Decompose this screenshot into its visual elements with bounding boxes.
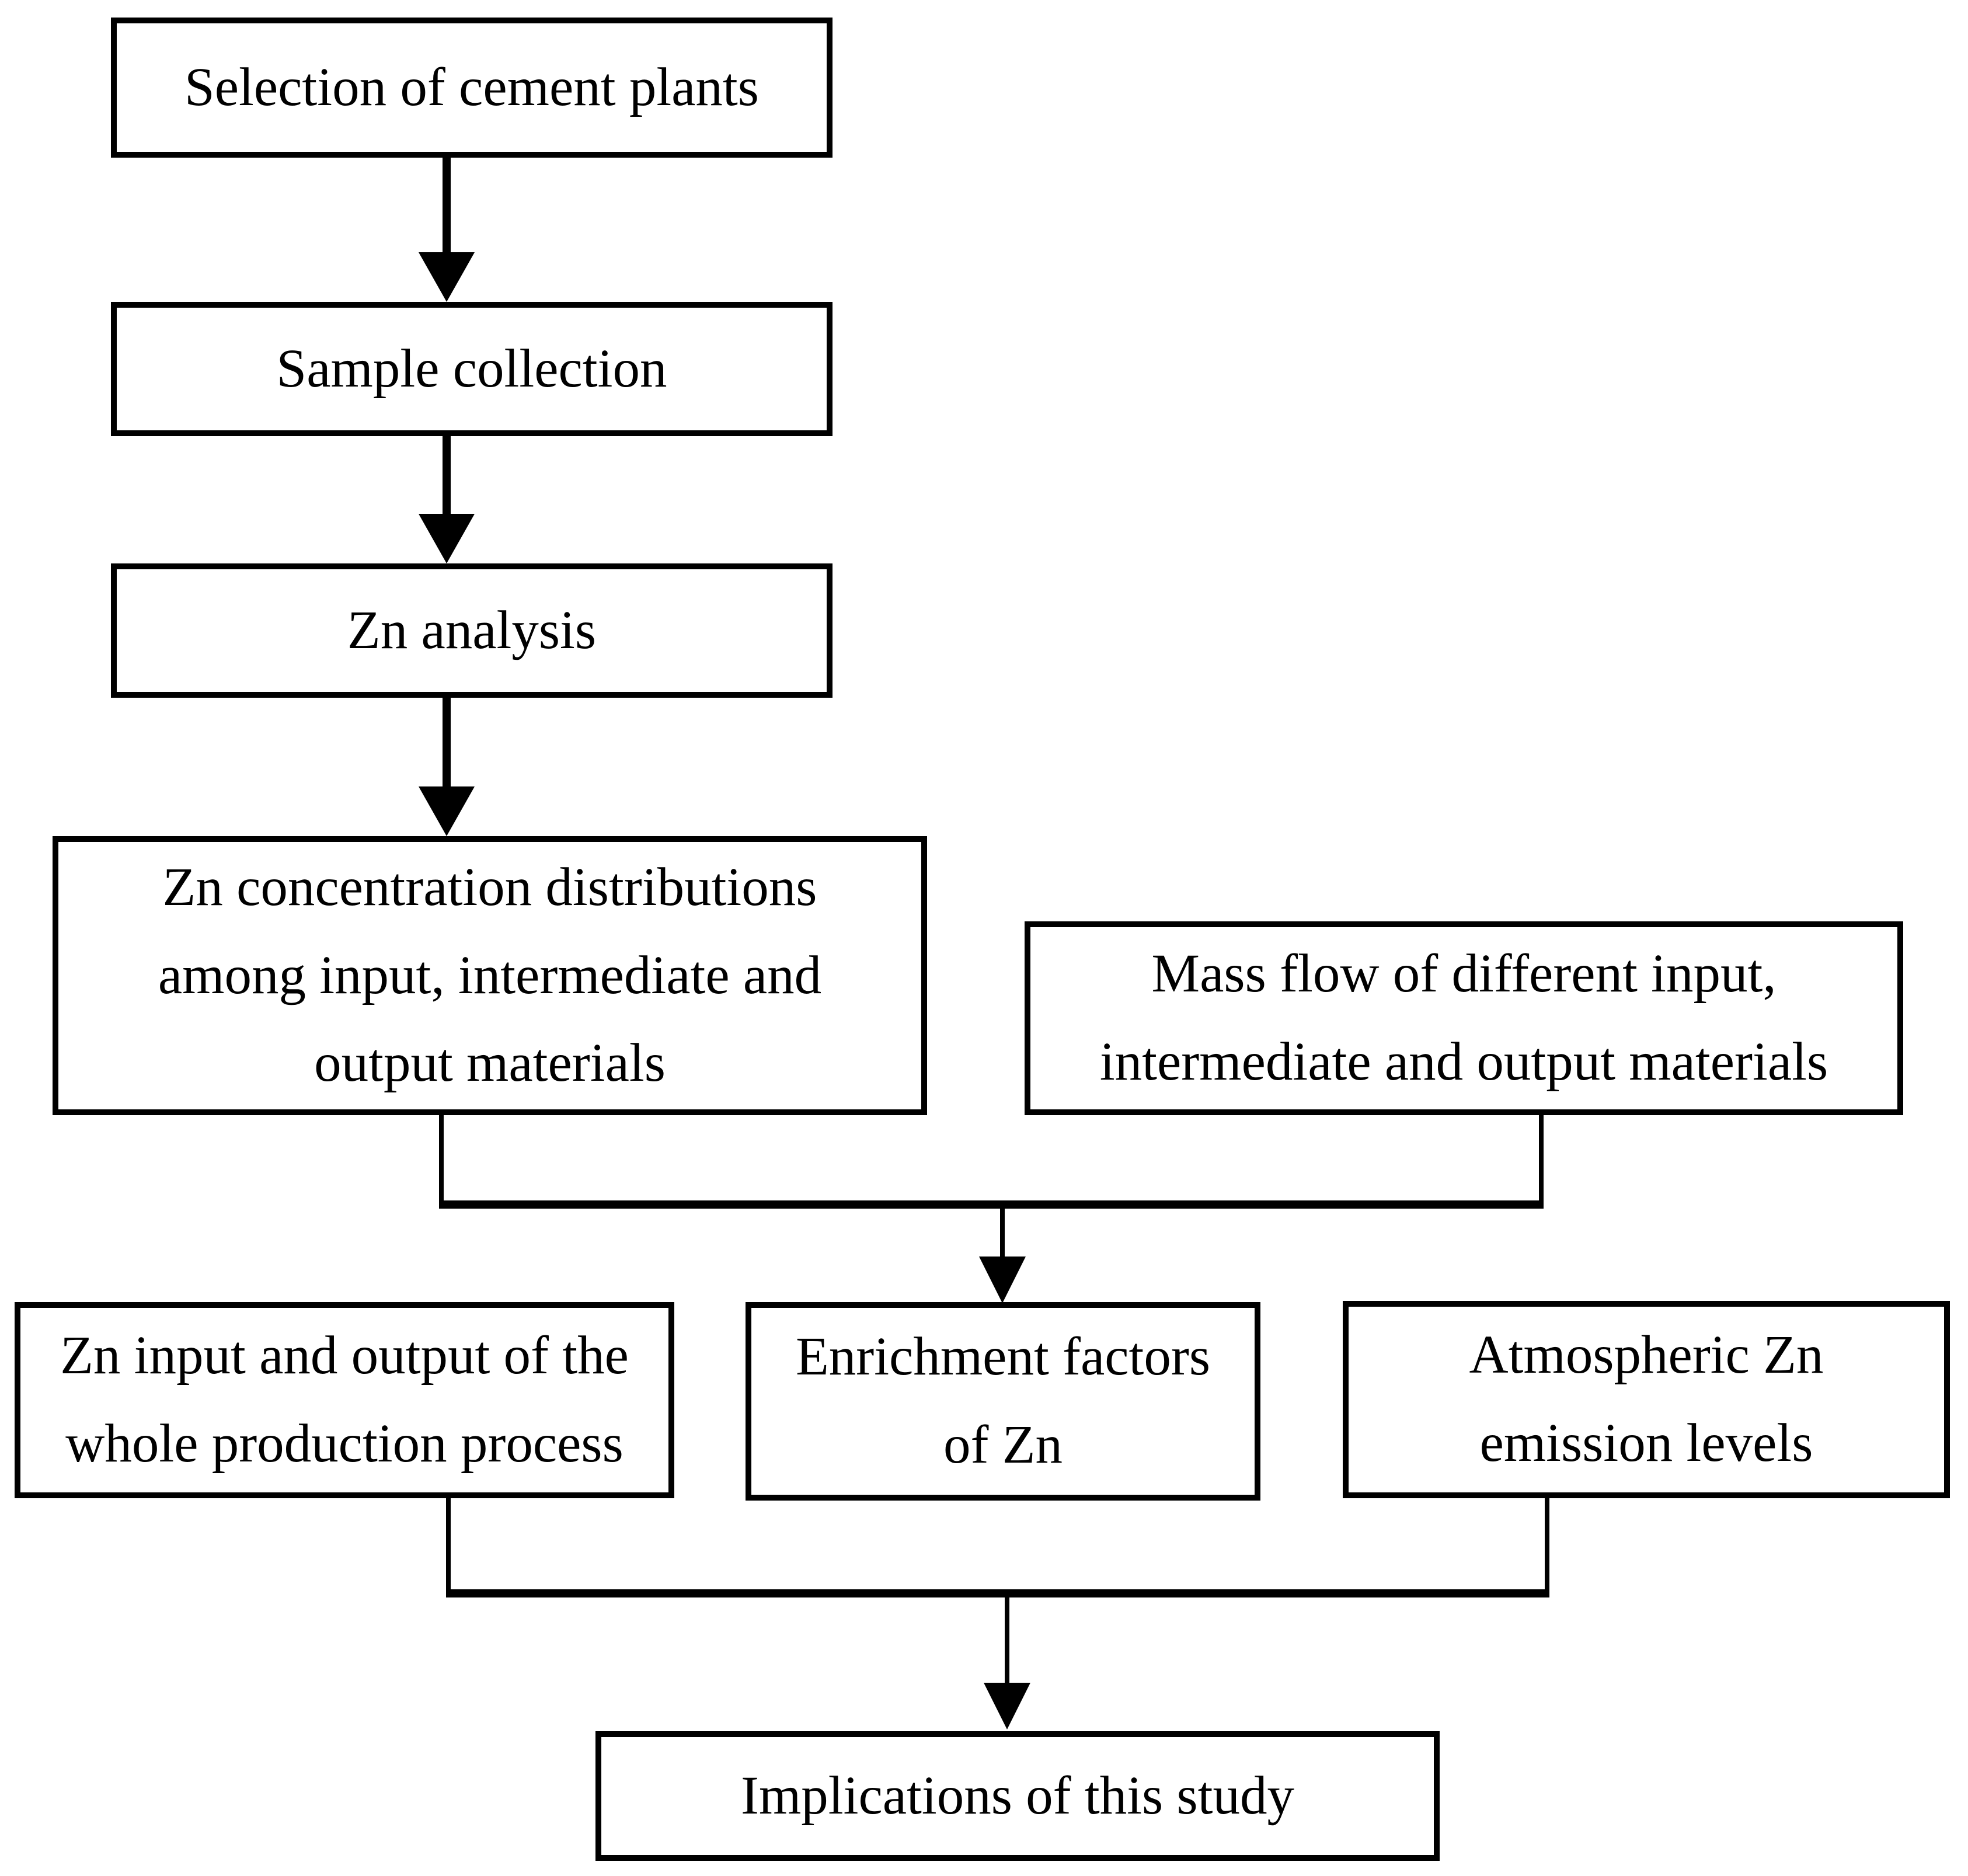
arrow-sample-to-analysis-head-icon (419, 514, 475, 563)
arrow-merge2-to-implications-head-icon (984, 1683, 1030, 1729)
node-zn-concentration-distributions: Zn concentration distributions among inp… (53, 836, 927, 1115)
arrow-merge1-to-enrichment-shaft (1000, 1209, 1005, 1257)
node-label: Implications of this study (740, 1765, 1295, 1826)
node-sample-collection: Sample collection (111, 302, 833, 436)
node-label: Zn analysis (347, 600, 597, 660)
node-atmospheric-emission: Atmospheric Zn emission levels (1343, 1301, 1950, 1498)
node-zn-input-output: Zn input and output of the whole product… (15, 1302, 674, 1498)
arrow-merge2-to-implications-shaft (1005, 1597, 1009, 1683)
node-label: Atmospheric Zn (1469, 1325, 1824, 1386)
node-label: among input, intermediate and (158, 945, 822, 1005)
node-label: Mass flow of different input, (1151, 944, 1777, 1004)
node-zn-analysis: Zn analysis (111, 563, 833, 698)
arrow-sample-to-analysis-shaft (443, 436, 451, 514)
node-selection-of-cement-plants: Selection of cement plants (111, 18, 833, 158)
node-label: emission levels (1479, 1413, 1813, 1473)
node-label: intermediate and output materials (1099, 1032, 1828, 1092)
connector-zninputoutput-drop (446, 1498, 451, 1589)
node-label: Zn input and output of the (60, 1325, 629, 1386)
arrow-analysis-to-concentration-head-icon (419, 786, 475, 836)
connector-merge1-horizontal (439, 1200, 1544, 1209)
node-enrichment-factors: Enrichment factors of Zn (746, 1302, 1260, 1501)
node-implications: Implications of this study (595, 1731, 1440, 1861)
connector-massflow-drop (1539, 1115, 1544, 1200)
connector-merge2-horizontal (446, 1589, 1549, 1597)
node-label: whole production process (65, 1414, 624, 1474)
arrow-merge1-to-enrichment-head-icon (979, 1257, 1026, 1303)
connector-concentration-drop (439, 1115, 444, 1200)
arrow-selection-to-sample-shaft (443, 158, 451, 252)
node-label: Selection of cement plants (184, 57, 759, 117)
arrow-selection-to-sample-head-icon (419, 252, 475, 302)
connector-atmospheric-drop (1545, 1498, 1549, 1589)
node-mass-flow: Mass flow of different input, intermedia… (1025, 921, 1903, 1115)
node-label: Zn concentration distributions (162, 857, 817, 918)
node-label: Enrichment factors (795, 1327, 1211, 1387)
node-label: of Zn (943, 1415, 1063, 1475)
arrow-analysis-to-concentration-shaft (443, 698, 451, 786)
node-label: output materials (314, 1033, 666, 1094)
node-label: Sample collection (276, 338, 667, 399)
